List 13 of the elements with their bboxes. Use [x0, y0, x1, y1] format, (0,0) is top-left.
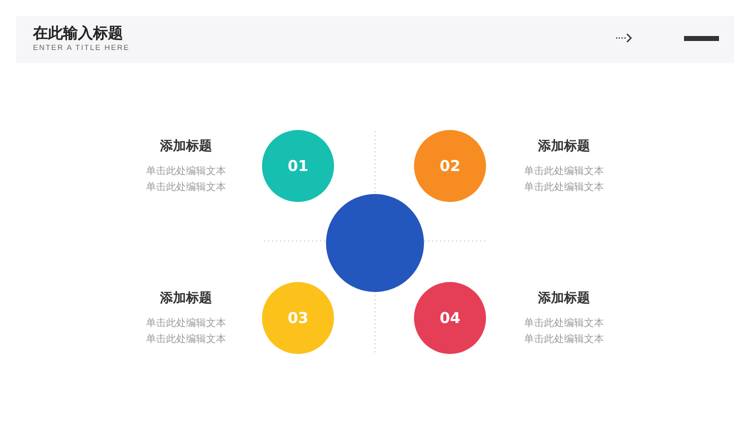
item-description: 单击此处编辑文本单击此处编辑文本	[523, 164, 605, 195]
number-circle: 04	[414, 282, 486, 354]
item-heading: 添加标题	[159, 291, 213, 307]
item-heading: 添加标题	[159, 139, 213, 155]
item-heading: 添加标题	[537, 291, 591, 307]
item-description: 单击此处编辑文本单击此处编辑文本	[145, 316, 227, 347]
item-heading: 添加标题	[537, 139, 591, 155]
number-circle: 01	[262, 130, 334, 202]
item-description: 单击此处编辑文本单击此处编辑文本	[523, 316, 605, 347]
number-circle: 03	[262, 282, 334, 354]
slide-title: 在此输入标题	[33, 24, 123, 42]
number-circle: 02	[414, 130, 486, 202]
item-description: 单击此处编辑文本单击此处编辑文本	[145, 164, 227, 195]
